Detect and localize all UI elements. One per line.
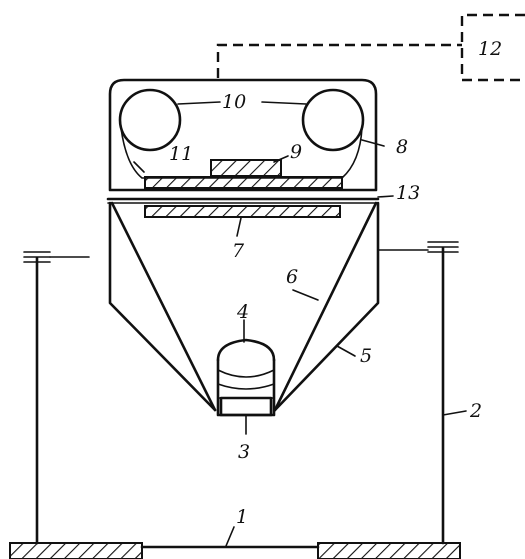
support-stand-2 <box>23 241 459 545</box>
label-12: 12 <box>478 38 502 60</box>
lens-ring-1 <box>217 369 275 378</box>
label-9: 9 <box>290 141 302 163</box>
label-10: 10 <box>222 91 246 113</box>
reel-right-10 <box>301 88 365 152</box>
label-4: 4 <box>236 301 249 323</box>
label-3: 3 <box>238 441 250 463</box>
lens-holder-3 <box>219 396 273 417</box>
upper-housing-8 <box>108 78 378 192</box>
label-2: 2 <box>469 400 482 422</box>
label-8: 8 <box>396 136 408 158</box>
upper-platen <box>144 176 343 189</box>
lens-body <box>216 358 276 417</box>
label-11: 11 <box>169 143 193 165</box>
label-7: 7 <box>232 240 245 262</box>
label-6: 6 <box>286 266 298 288</box>
lens-ring-2 <box>217 383 275 390</box>
lens-4 <box>216 338 276 362</box>
label-5: 5 <box>360 345 372 367</box>
lens-assembly <box>216 338 276 417</box>
dashed-connection-line <box>216 43 462 78</box>
base-table-1 <box>9 542 461 559</box>
lower-housing <box>108 201 380 412</box>
label-1: 1 <box>236 506 248 528</box>
light-cone-6 <box>110 201 217 412</box>
leader-lines <box>133 101 467 547</box>
pressure-block-9 <box>210 159 282 177</box>
glass-plate-7 <box>144 205 341 218</box>
reel-left-10 <box>118 88 182 152</box>
light-cone-5 <box>273 201 378 412</box>
label-13: 13 <box>396 182 420 204</box>
